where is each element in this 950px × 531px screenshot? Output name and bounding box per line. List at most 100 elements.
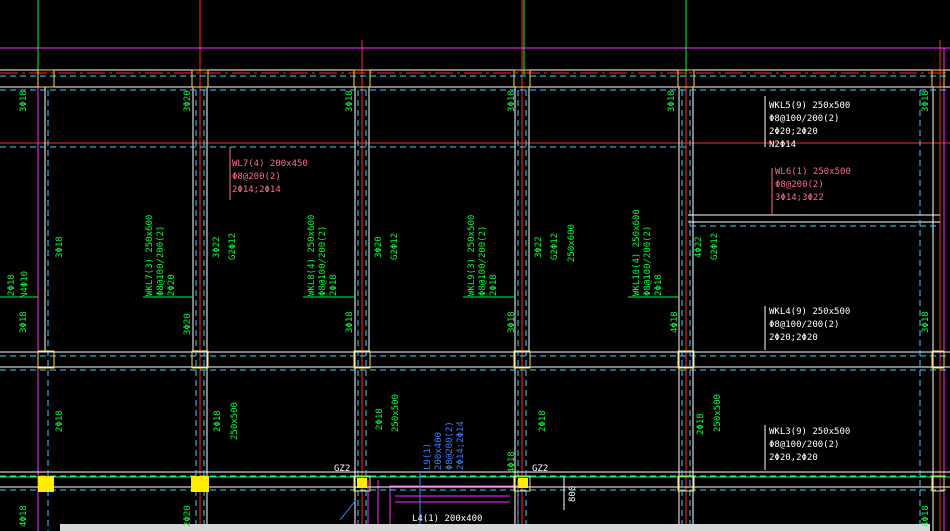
beam-tag-wkl5: N2Φ14 [769, 140, 796, 150]
dimension-text: 800 [568, 486, 578, 502]
column-tag: GZ2 [334, 464, 350, 474]
column-tag: GZ2 [532, 464, 548, 474]
beam-tag-l9: 200x400 [434, 432, 444, 470]
rebar-label: 4Φ18 [19, 505, 29, 527]
hidden-lines [0, 75, 950, 531]
rebar-label: 3Φ18 [507, 90, 517, 112]
rebar-label: 3Φ18 [507, 311, 517, 333]
rebar-label: 2Φ18 [213, 410, 223, 432]
rebar-label: 2Φ18 [696, 413, 706, 435]
rebar-label: 3Φ20 [183, 313, 193, 335]
rebar-label: 3Φ18 [921, 90, 931, 112]
rebar-label: 3Φ22 [212, 236, 222, 258]
column[interactable] [677, 69, 695, 88]
beam-tag-l9: 2Φ14;2Φ14 [456, 421, 466, 470]
beam-tag-wkl3: WKL3(9) 250x500 [769, 427, 850, 437]
beam-tag-wkl10: WKL10(4) 250x600 [632, 209, 642, 296]
beam-tag-wl6: WL6(1) 250x500 [775, 167, 851, 177]
rebar-label: 3Φ18 [345, 311, 355, 333]
column[interactable] [37, 69, 55, 88]
rebar-label: 3Φ18 [345, 90, 355, 112]
rebar-label: 2Φ18 [7, 274, 17, 296]
rebar-label: 3Φ22 [534, 236, 544, 258]
column[interactable] [931, 350, 945, 369]
beam-tag-wkl5: Φ8@100/200(2) [769, 114, 839, 124]
beam-tag-l9: Φ8@200(2) [445, 421, 455, 470]
column[interactable] [513, 475, 531, 492]
rebar-label: 3Φ18 [667, 90, 677, 112]
beam-tag-wl7: Φ8@200(2) [232, 172, 281, 182]
rebar-label: 3Φ20 [374, 236, 384, 258]
rebar-label: 4Φ18 [507, 451, 517, 473]
column[interactable] [513, 350, 531, 369]
beam-tag-wkl5: 2Φ20;2Φ20 [769, 127, 818, 137]
beam-tag-wkl7: 2Φ20 [167, 274, 177, 296]
beam-tag-wl6: Φ8@200(2) [775, 180, 824, 190]
leader-lines [0, 96, 773, 531]
beam-tag-wkl9: 2Φ18 [489, 274, 499, 296]
beam-tag-wkl8: Φ8@100/200(2) [318, 226, 328, 296]
column[interactable] [191, 69, 209, 88]
rebar-label: 4Φ18 [921, 505, 931, 527]
beam-tag-wkl10: 2Φ18 [654, 274, 664, 296]
rebar-label: 4Φ22 [694, 236, 704, 258]
rebar-label: 250x600 [567, 224, 577, 262]
columns [37, 69, 945, 492]
beam-tag-wl6: 3Φ14;3Φ22 [775, 193, 824, 203]
beam-tag-wkl8: 2Φ18 [329, 274, 339, 296]
column[interactable] [513, 69, 531, 88]
column[interactable] [191, 350, 209, 369]
rebar-label: G2Φ12 [550, 233, 560, 260]
column[interactable] [37, 350, 55, 369]
rebar-label: 2Φ18 [375, 408, 385, 430]
rebar-label: 3Φ18 [19, 90, 29, 112]
column[interactable] [353, 69, 371, 88]
column-filled[interactable] [357, 478, 367, 488]
green-structure-lines [0, 0, 950, 478]
rebar-label: G2Φ12 [390, 233, 400, 260]
rebar-label: 2Φ18 [55, 410, 65, 432]
rebar-label: G2Φ12 [710, 233, 720, 260]
beam-tag-l4: L4(1) 200x400 [412, 514, 482, 524]
beam-tag-wkl5: WKL5(9) 250x500 [769, 101, 850, 111]
rebar-label: 3Φ18 [921, 311, 931, 333]
column-filled[interactable] [191, 476, 209, 492]
rebar-label: 4Φ18 [670, 311, 680, 333]
beam-tag-wkl3: 2Φ20,2Φ20 [769, 453, 818, 463]
column-filled[interactable] [518, 478, 528, 488]
beam-tag-wkl7: WKL7(3) 250x600 [145, 215, 155, 296]
beam-tag-wkl4: Φ8@100/200(2) [769, 320, 839, 330]
column-filled[interactable] [38, 476, 54, 492]
beam-tag-wkl9: Φ8@100/200(2) [478, 226, 488, 296]
column[interactable] [353, 350, 371, 369]
beam-outlines [0, 69, 950, 531]
column[interactable] [931, 475, 945, 492]
column[interactable] [677, 475, 695, 492]
rebar-label: 2Φ20 [183, 505, 193, 527]
rebar-label: 250x500 [230, 402, 240, 440]
rebar-label: N4Φ10 [20, 271, 30, 298]
rebar-label: 2Φ18 [538, 410, 548, 432]
column[interactable] [931, 69, 945, 88]
filled-columns [38, 476, 528, 492]
magenta-lines [0, 47, 950, 531]
beam-tag-wkl10: Φ8@100/200(2) [643, 226, 653, 296]
bottom-ui-strip [60, 524, 930, 531]
rebar-label: 3Φ18 [19, 311, 29, 333]
rebar-label: G2Φ12 [228, 233, 238, 260]
rebar-label: 3Φ20 [183, 90, 193, 112]
beam-tag-wkl4: 2Φ20;2Φ20 [769, 333, 818, 343]
rebar-label: 3Φ18 [55, 236, 65, 258]
beam-tag-wkl9: WKL9(3) 250x500 [467, 215, 477, 296]
rebar-label: 250x500 [391, 394, 401, 432]
column[interactable] [353, 475, 371, 492]
beam-tag-wkl3: Φ8@100/200(2) [769, 440, 839, 450]
beam-tag-wl7: 2Φ14;2Φ14 [232, 185, 281, 195]
beam-tag-l9: L9(1) [423, 443, 433, 470]
beam-tag-wkl4: WKL4(9) 250x500 [769, 307, 850, 317]
column[interactable] [677, 350, 695, 369]
beam-tag-wkl8: WKL8(4) 250x600 [307, 215, 317, 296]
